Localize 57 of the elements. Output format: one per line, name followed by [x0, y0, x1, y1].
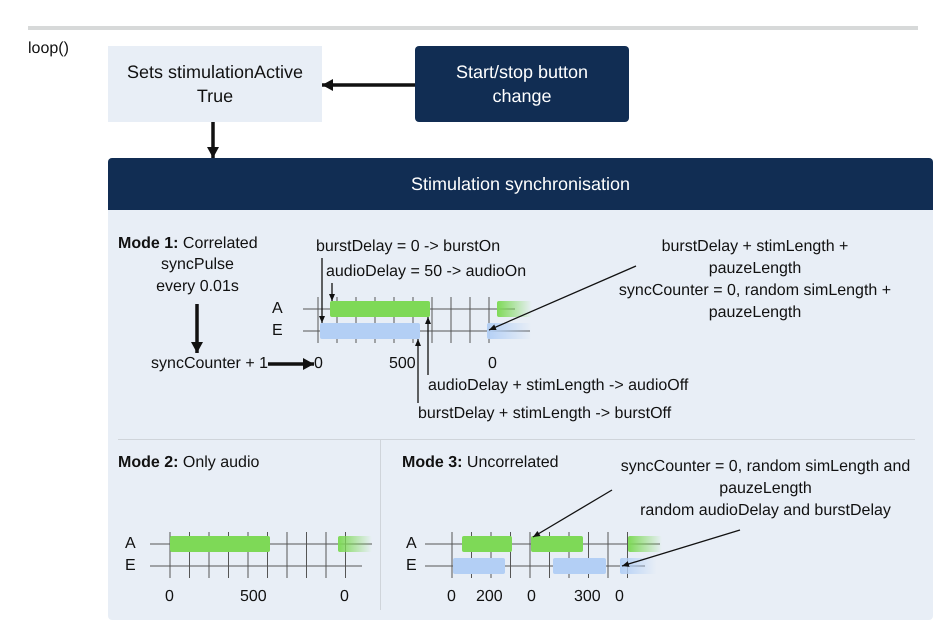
leader-line: [329, 283, 335, 301]
timing-bar: [531, 536, 583, 552]
timing-bar: [497, 301, 532, 317]
timing-bar: [453, 558, 505, 574]
timing-bar: [462, 536, 512, 552]
annotation-text: syncPulse every 0.01s: [145, 254, 250, 304]
panel: [108, 158, 933, 620]
tick-label: 0: [527, 587, 536, 607]
leader-line: [319, 258, 325, 323]
tick-label: 0: [488, 354, 497, 374]
tick-label: 0: [165, 587, 174, 607]
arrow: [322, 79, 415, 91]
row-label: E: [125, 556, 136, 576]
tick-label: 300: [574, 587, 601, 607]
tick-label: 200: [476, 587, 503, 607]
annotation-text: syncCounter + 1: [128, 353, 268, 375]
section-heading: Mode 2: Only audio: [118, 453, 260, 473]
tick-label: 0: [340, 587, 349, 607]
annotation-text: burstDelay + stimLength + pauzeLength: [660, 237, 850, 279]
panel-header: Stimulation synchronisation: [108, 158, 933, 210]
timing-bar: [628, 536, 662, 552]
process-box: Start/stop button change: [415, 46, 629, 122]
annotation-text: random audioDelay and burstDelay: [640, 501, 891, 521]
annotation-text: audioDelay + stimLength -> audioOff: [428, 375, 788, 397]
tick-label: 500: [389, 354, 416, 374]
timing-bar: [487, 323, 532, 339]
timing-bar: [620, 558, 657, 574]
leader-line: [532, 489, 612, 538]
tick-label: 0: [447, 587, 456, 607]
section-heading: Mode 3: Uncorrelated: [402, 453, 558, 473]
leader-line: [622, 529, 740, 567]
row-label: E: [406, 556, 417, 576]
annotation-text: audioDelay = 50 -> audioOn: [326, 261, 566, 283]
timing-bar: [553, 558, 606, 574]
process-box: Sets stimulationActive True: [108, 46, 322, 122]
row-label: E: [272, 321, 283, 341]
row-label: A: [406, 534, 417, 554]
annotation-text: syncCounter = 0, random simLength + pauzeLength: [618, 281, 892, 323]
function-label: loop(): [28, 39, 69, 59]
row-label: A: [272, 299, 283, 319]
timing-bar: [330, 301, 430, 317]
arrow: [207, 122, 219, 158]
tick-label: 0: [615, 587, 624, 607]
row-label: A: [125, 534, 136, 554]
leader-line: [415, 339, 421, 403]
arrow: [268, 358, 314, 370]
timing-bar: [320, 323, 420, 339]
annotation-text: burstDelay = 0 -> burstOn: [316, 236, 556, 258]
annotation-text: burstDelay + stimLength -> burstOff: [418, 403, 778, 425]
arrow: [191, 304, 203, 353]
section-heading: Mode 1: Correlated: [118, 234, 258, 254]
timing-bar: [170, 536, 270, 552]
annotation-text: 0: [314, 353, 328, 375]
tick-label: 500: [240, 587, 267, 607]
timing-bar: [338, 536, 372, 552]
leader-line: [425, 317, 431, 375]
leader-line: [488, 265, 636, 331]
